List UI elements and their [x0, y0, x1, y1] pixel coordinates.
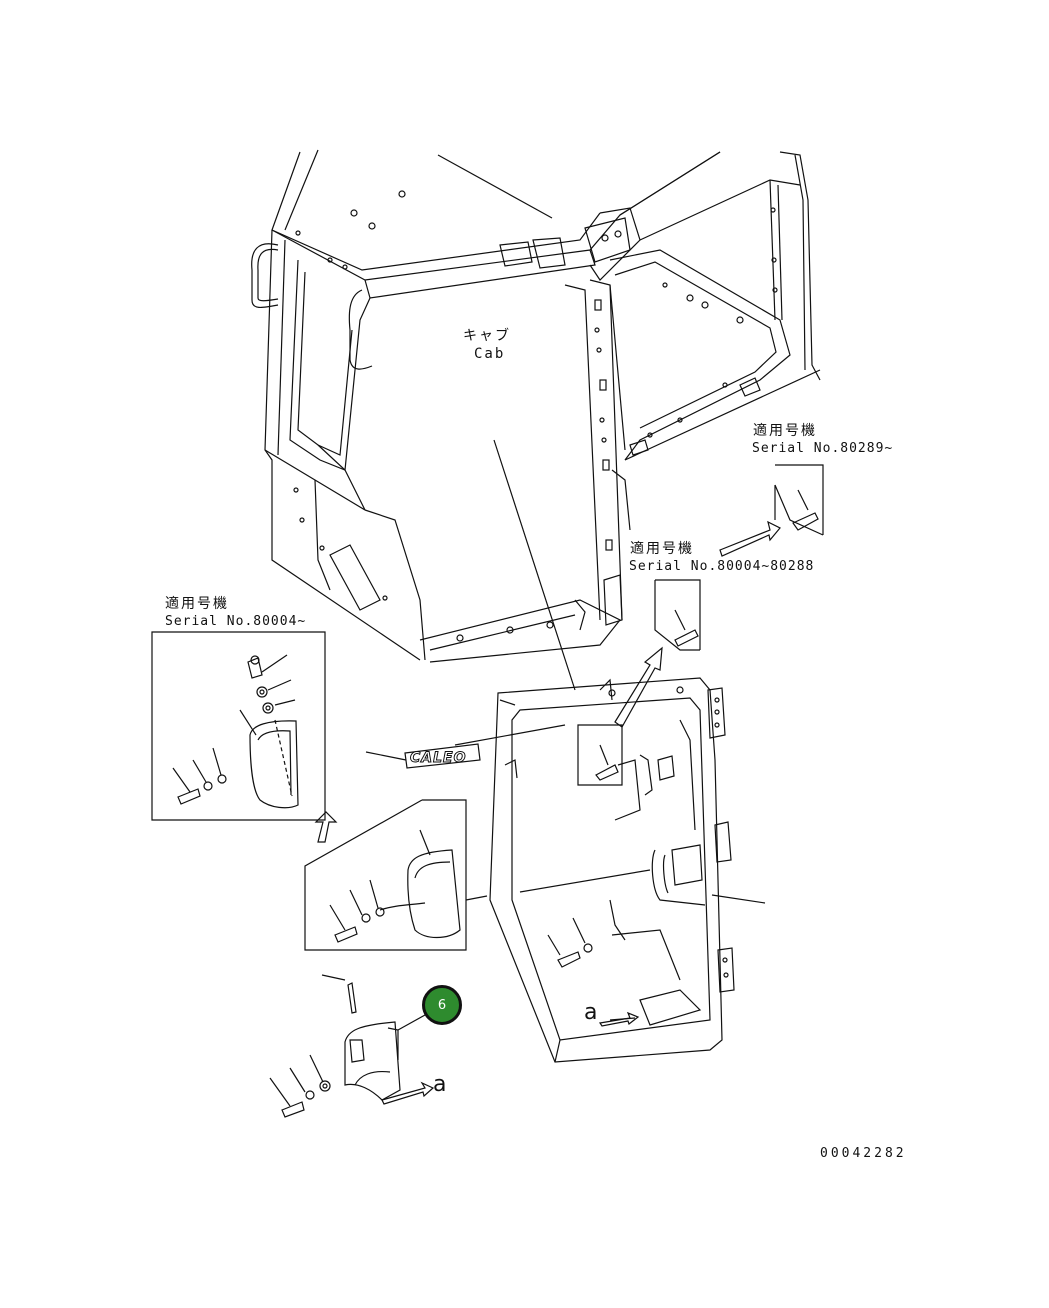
cab-frame	[251, 149, 821, 663]
detail-box-80004	[151, 631, 326, 821]
door-leader-line	[711, 894, 766, 904]
serial-80004-jp: 適用号機	[165, 596, 229, 612]
view-a-label-door: a	[584, 1000, 598, 1025]
arrow-to-80004-80288	[614, 646, 663, 728]
door-bolt-box	[577, 724, 641, 821]
logo-leader-line	[365, 751, 407, 761]
cab-label-jp: キャブ	[463, 328, 511, 344]
caleo-logo: CALEO	[410, 750, 467, 767]
serial-80289-jp: 適用号機	[753, 423, 817, 439]
door-view-arrow	[598, 1011, 640, 1027]
door-assembly	[489, 677, 735, 1063]
serial-80004-en: Serial No.80004~	[165, 614, 307, 629]
serial-80004-80288-en: Serial No.80004~80288	[629, 559, 815, 574]
part-callout-6[interactable]: 6	[422, 985, 462, 1025]
view-a-label-bracket: a	[433, 1072, 447, 1097]
serial-80289-en: Serial No.80289~	[752, 441, 894, 456]
cab-label-en: Cab	[474, 346, 506, 362]
lower-bracket-part	[269, 974, 435, 1118]
callout-leader-line	[397, 1014, 426, 1031]
drawing-number: 00042282	[820, 1146, 907, 1161]
detail-box-middle	[304, 799, 467, 951]
logo-plate	[404, 743, 481, 769]
cab-leader-line	[493, 439, 576, 691]
serial-80004-80288-jp: 適用号機	[630, 541, 694, 557]
arrow-to-80004	[314, 811, 338, 843]
arrow-to-80289	[719, 520, 781, 557]
door-lower-bolts	[547, 917, 593, 968]
detail-box-80004-80288	[654, 579, 701, 651]
detail-box-80289	[774, 464, 824, 536]
